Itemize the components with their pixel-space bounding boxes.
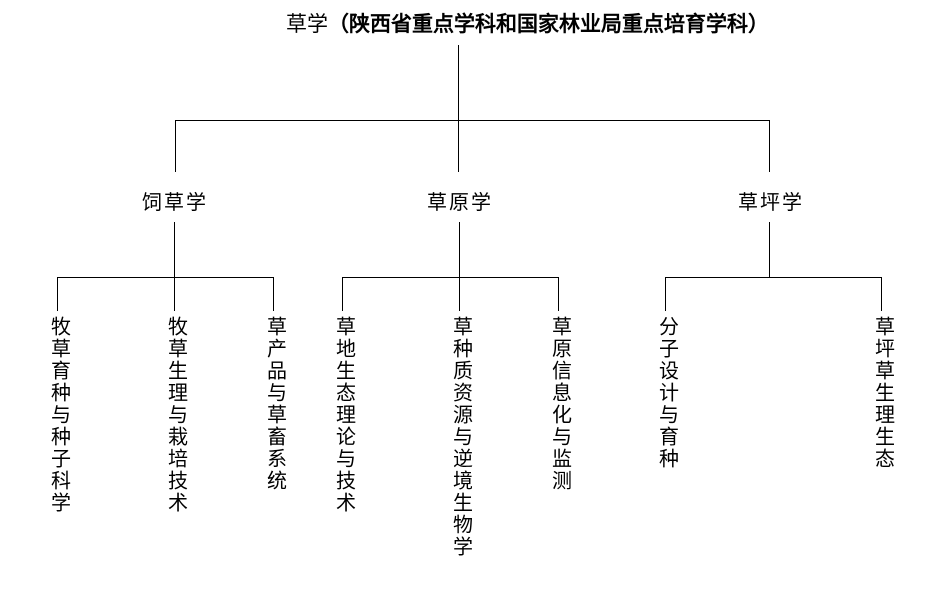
connector-turf-horizontal: [665, 277, 881, 278]
branch-label-grassland-science: 草原学: [427, 192, 493, 214]
leaf-label-grassland-informatization-monitoring: 草原信息化与监测: [548, 316, 571, 492]
connector-forage-vertical: [174, 222, 175, 277]
leaf-label-grass-products-livestock-systems: 草产品与草畜系统: [263, 316, 286, 492]
connector-leaf-drop: [174, 277, 175, 311]
connector-leaf-drop: [665, 277, 666, 311]
connector-leaf-drop: [558, 277, 559, 311]
leaf-label-forage-breeding-seed-science: 牧草育种与种子科学: [47, 316, 70, 514]
chart-title-name: 草学: [286, 12, 328, 36]
connector-drop-forage: [175, 120, 176, 172]
leaf-label-grassland-ecology-theory-technology: 草地生态理论与技术: [332, 316, 355, 514]
branch-label-turf-science: 草坪学: [738, 192, 804, 214]
connector-leaf-drop: [273, 277, 274, 311]
connector-root-vertical: [458, 45, 459, 121]
connector-leaf-drop: [459, 277, 460, 311]
connector-drop-grassland: [458, 120, 459, 172]
connector-grassland-horizontal: [342, 277, 559, 278]
connector-leaf-drop: [57, 277, 58, 311]
connector-drop-turf: [769, 120, 770, 172]
chart-title-annotation: （陕西省重点学科和国家林业局重点培育学科）: [328, 12, 769, 36]
connector-level1-horizontal: [175, 120, 770, 121]
connector-turf-vertical: [769, 222, 770, 277]
branch-label-forage-science: 饲草学: [142, 192, 208, 214]
connector-forage-horizontal: [57, 277, 274, 278]
leaf-label-germplasm-stress-biology: 草种质资源与逆境生物学: [449, 316, 472, 558]
leaf-label-turfgrass-physiology-ecology: 草坪草生理生态: [871, 316, 894, 470]
connector-leaf-drop: [881, 277, 882, 311]
connector-leaf-drop: [342, 277, 343, 311]
chart-title: 草学（陕西省重点学科和国家林业局重点培育学科）: [286, 12, 769, 36]
leaf-label-forage-physiology-cultivation: 牧草生理与栽培技术: [164, 316, 187, 514]
leaf-label-molecular-design-breeding: 分子设计与育种: [655, 316, 678, 470]
connector-grassland-vertical: [459, 222, 460, 277]
